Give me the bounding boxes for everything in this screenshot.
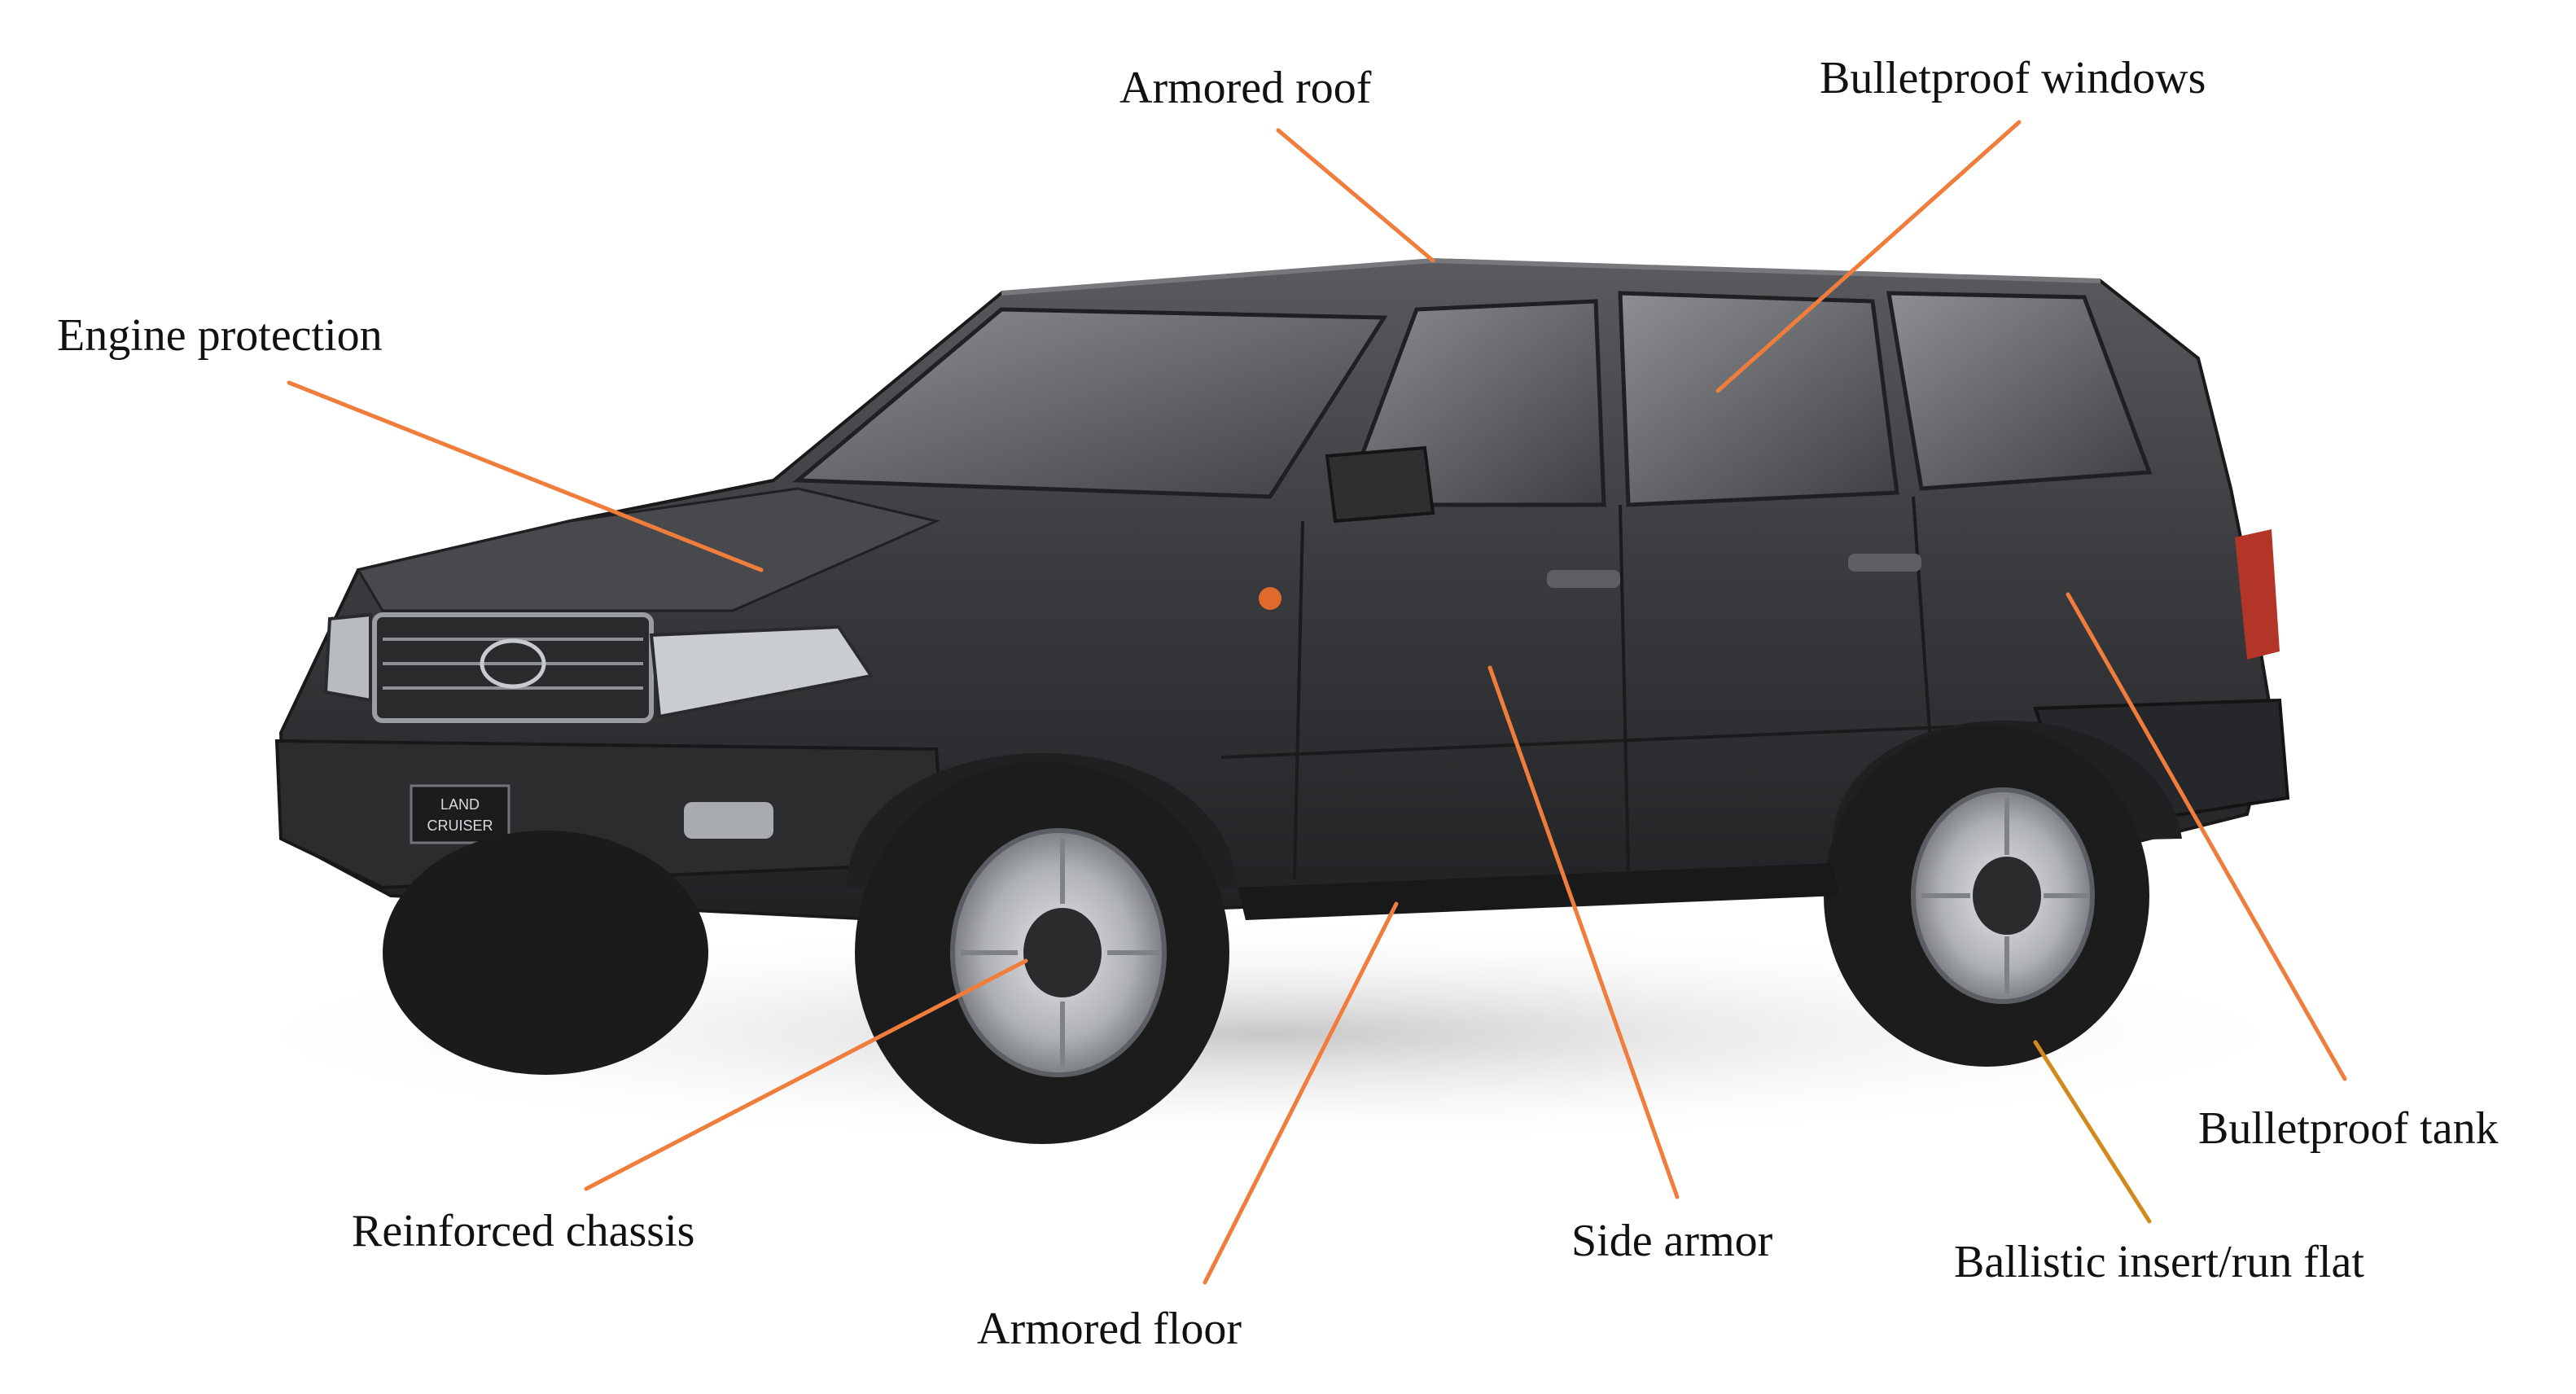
leader-engine-protection [287, 380, 764, 572]
front-grille [372, 612, 654, 723]
leader-side-armor [1487, 665, 1680, 1199]
rear-wheel [1824, 725, 2149, 1067]
side-mirror [1325, 445, 1435, 524]
badge-text-land: LAND [440, 796, 480, 813]
leader-armored-floor [1203, 901, 1399, 1285]
front-wheel [855, 761, 1229, 1144]
running-board [1238, 863, 1840, 920]
label-side-armor: Side armor [1571, 1216, 1773, 1266]
hood [356, 487, 940, 612]
label-armored-roof: Armored roof [1119, 63, 1372, 113]
model-badge [410, 784, 510, 844]
leader-lines [287, 120, 2347, 1285]
label-engine-protection: Engine protection [57, 310, 383, 361]
leader-bulletproof-windows [1715, 120, 2022, 393]
left-headlight [649, 625, 874, 719]
leader-reinforced-chassis [584, 958, 1028, 1191]
leader-bulletproof-tank [2066, 592, 2347, 1081]
rear-door-window [1618, 291, 1899, 507]
fog-light [684, 802, 773, 839]
leader-ballistic-insert [2033, 1040, 2152, 1224]
right-headlight [323, 612, 372, 703]
badge-text-cruiser: CRUISER [427, 818, 493, 834]
side-indicator [1259, 587, 1281, 610]
label-bulletproof-windows: Bulletproof windows [1820, 53, 2206, 103]
label-ballistic-insert: Ballistic insert/run flat [1954, 1237, 2364, 1287]
ground-shadow [195, 920, 2345, 1148]
front-door-handle [1547, 570, 1620, 588]
rear-door-handle [1848, 554, 1921, 572]
rear-quarter-window [1886, 291, 2153, 491]
label-armored-floor: Armored floor [977, 1304, 1242, 1354]
leader-armored-roof [1276, 128, 1435, 263]
tail-light [2235, 529, 2280, 660]
label-bulletproof-tank: Bulletproof tank [2198, 1103, 2499, 1154]
far-front-wheel [383, 831, 708, 1075]
windshield [792, 307, 1388, 499]
toyota-emblem [480, 638, 546, 689]
label-reinforced-chassis: Reinforced chassis [352, 1206, 695, 1256]
